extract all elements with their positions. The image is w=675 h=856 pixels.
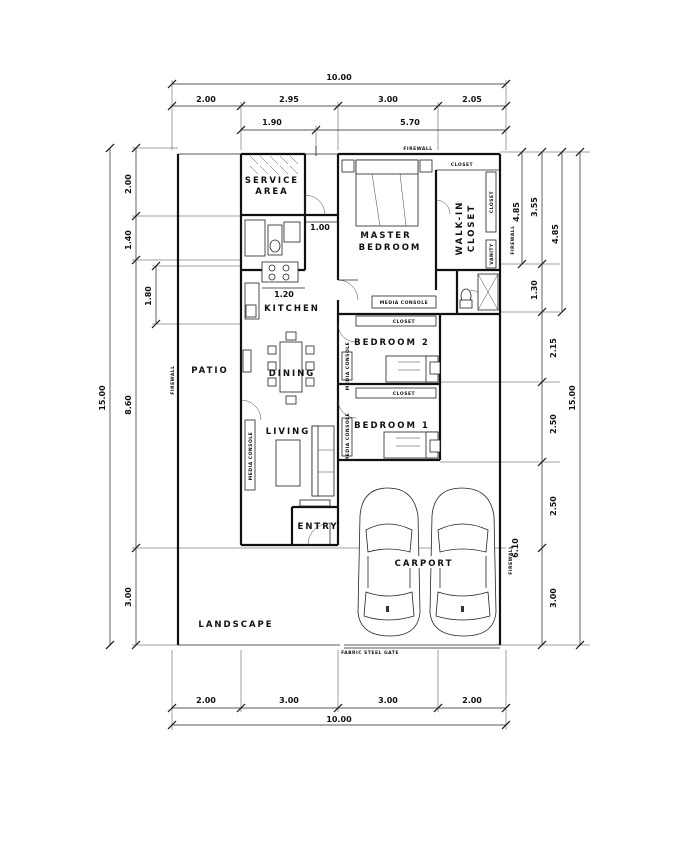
dim-top-total: 10.00	[326, 73, 352, 82]
service-area-label-1: SERVICE	[245, 176, 299, 186]
house-walls	[239, 152, 500, 547]
dim-bottom-seg-2: 3.00	[279, 696, 299, 705]
dim-top-seg-4: 2.05	[462, 95, 482, 104]
gate-label: FABRIC STEEL GATE	[341, 650, 399, 656]
walk-in-closet-label-1: WALK-IN	[455, 201, 465, 256]
dim-right-inner-6: 2.50	[549, 496, 558, 516]
dim-carport-width: 6.10	[511, 538, 520, 558]
firewall-label-right-lower: FIREWALL	[508, 545, 514, 574]
dim-bottom-seg-4: 2.00	[462, 696, 482, 705]
dim-right-inner-5: 2.50	[549, 414, 558, 434]
doors: 1.00 1.20	[240, 194, 485, 546]
dim-top-seg-2: 2.95	[279, 95, 299, 104]
kitchen-label: KITCHEN	[264, 304, 320, 314]
dim-left-inner: 1.80	[144, 286, 153, 306]
firewall-label-left: FIREWALL	[170, 365, 176, 394]
carport-label: CARPORT	[395, 559, 454, 569]
dim-left-seg-2: 1.40	[124, 230, 133, 250]
living-area: LIVING MEDIA CONSOLE	[244, 419, 335, 497]
media-console-bed2: MEDIA CONSOLE	[345, 342, 351, 390]
bottom-dimensions: 2.00 3.00 3.00 2.00 10.00	[167, 650, 511, 730]
dim-bottom-total: 10.00	[326, 715, 352, 724]
service-area: SERVICE AREA	[244, 155, 301, 320]
vanity-label: VANITY	[489, 243, 495, 265]
closet-label-bed2: CLOSET	[393, 319, 416, 325]
walk-in-closet-label-2: CLOSET	[467, 204, 477, 252]
dim-top-seg-3: 3.00	[378, 95, 398, 104]
closet-label-wic: CLOSET	[451, 162, 474, 168]
dim-bottom-seg-1: 2.00	[196, 696, 216, 705]
dining-area: DINING	[242, 331, 316, 405]
dim-right-inner-3: 3.55	[530, 197, 539, 217]
dim-door-2: 1.20	[274, 290, 294, 299]
landscape-label: LANDSCAPE	[198, 620, 273, 630]
dim-left-seg-4: 3.00	[124, 587, 133, 607]
closet-label-bed1: CLOSET	[393, 391, 416, 397]
media-console-living: MEDIA CONSOLE	[248, 432, 254, 480]
firewall-label-right-upper: FIREWALL	[510, 225, 516, 254]
dim-left-seg-1: 2.00	[124, 174, 133, 194]
master-bedroom-label-1: MASTER	[360, 231, 411, 241]
dim-left-total: 15.00	[98, 385, 107, 411]
master-bedroom-label-2: BEDROOM	[359, 243, 422, 253]
dim-top-inner-2: 5.70	[400, 118, 420, 127]
media-console-bed1: MEDIA CONSOLE	[345, 413, 351, 461]
master-bedroom: MASTER BEDROOM MEDIA CONSOLE	[341, 159, 437, 309]
firewall-label-top: FIREWALL	[403, 146, 432, 152]
dim-top-inner-1: 1.90	[262, 118, 282, 127]
dim-bottom-seg-3: 3.00	[378, 696, 398, 705]
patio-label: PATIO	[191, 366, 229, 376]
service-area-label-2: AREA	[255, 187, 289, 197]
dim-right-inner-2: 1.30	[530, 280, 539, 300]
dining-label: DINING	[269, 369, 316, 379]
media-console-master: MEDIA CONSOLE	[380, 300, 428, 306]
dim-right-total-1: 4.85	[551, 224, 560, 244]
right-dimensions: 4.85 1.30 3.55 2.15 2.50 2.50 3.00 4.85 …	[440, 147, 590, 650]
carport: CARPORT 6.10 FABRIC STEEL GATE	[341, 487, 520, 656]
top-dimensions: 10.00 2.00 2.95 3.00 2.05 1.90 5.70	[167, 73, 511, 152]
dim-door-1: 1.00	[310, 223, 330, 232]
left-dimensions: 15.00 2.00 1.40 8.60 3.00 1.80	[98, 143, 506, 650]
closet-label-wic-side: CLOSET	[489, 190, 495, 213]
bedroom-1: CLOSET BEDROOM 1 MEDIA CONSOLE	[341, 387, 441, 461]
walk-in-closet: CLOSET CLOSET WALK-IN CLOSET VANITY	[436, 162, 500, 311]
dim-top-seg-1: 2.00	[196, 95, 216, 104]
dim-left-seg-3: 8.60	[124, 395, 133, 415]
entry-label: ENTRY	[298, 522, 339, 532]
dim-right-inner-1: 4.85	[512, 202, 521, 222]
dim-right-total-2: 15.00	[568, 385, 577, 411]
bedroom-1-label: BEDROOM 1	[354, 421, 430, 431]
bedroom-2: CLOSET BEDROOM 2 MEDIA CONSOLE	[341, 315, 441, 390]
bedroom-2-label: BEDROOM 2	[354, 338, 430, 348]
dim-right-inner-7: 3.00	[549, 588, 558, 608]
dim-right-inner-4: 2.15	[549, 338, 558, 358]
living-label: LIVING	[266, 427, 310, 437]
